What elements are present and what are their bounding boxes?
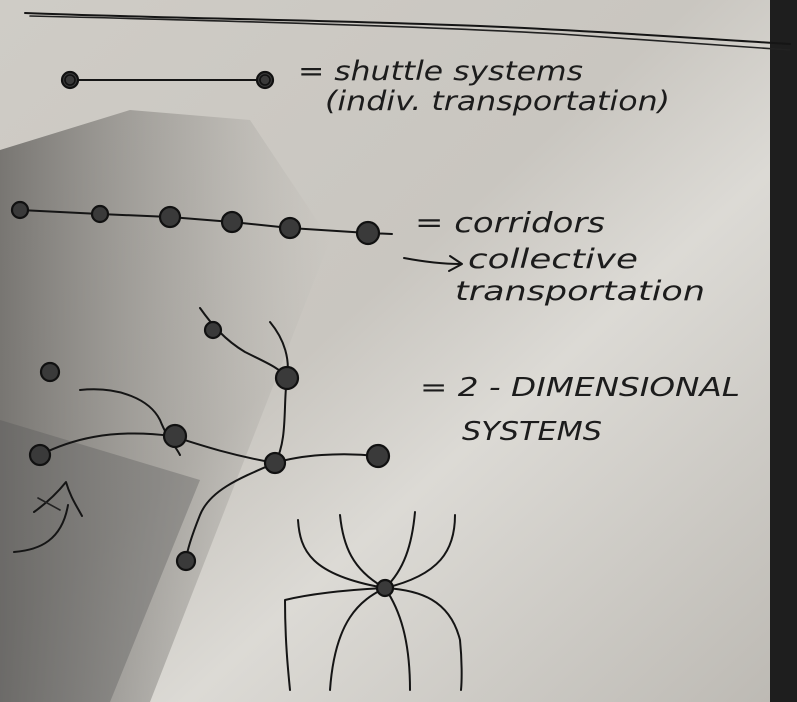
network-node-left xyxy=(28,443,52,467)
network-node-hub xyxy=(263,451,287,475)
network-node-top xyxy=(203,320,223,340)
corridor-diagram xyxy=(10,200,393,246)
curved-arrow-icon xyxy=(13,481,83,553)
legend-shuttle-line-2: (indiv. transportation) xyxy=(325,86,670,117)
arrow-head xyxy=(448,255,463,272)
legend-2d-line-2: SYSTEMS xyxy=(462,417,602,447)
legend-2d-line-1: = 2 - DIMENSIONAL xyxy=(420,373,740,403)
radial-diagram xyxy=(284,511,463,691)
shuttle-node-end-ring xyxy=(259,74,271,86)
paper-shadow xyxy=(0,110,330,702)
legend-corridors-line-3: transportation xyxy=(455,276,705,307)
shuttle-diagram xyxy=(60,70,275,90)
corridor-node-3 xyxy=(158,205,182,229)
curved-arrow-stroke xyxy=(37,497,61,511)
legend-corridors-line-2: collective xyxy=(468,244,638,275)
top-border-line-2 xyxy=(29,15,791,51)
corridor-node-1 xyxy=(10,200,30,220)
corridors-arrow-icon xyxy=(403,255,463,272)
curved-arrow-shaft xyxy=(13,504,69,553)
paper-shadow-lower xyxy=(0,420,200,702)
corridor-node-6 xyxy=(355,220,381,246)
network-node-center-left xyxy=(162,423,188,449)
radial-edge-1 xyxy=(297,519,386,589)
arrow-shaft xyxy=(403,257,461,265)
radial-edge-5 xyxy=(284,587,386,691)
network-node-upper-right xyxy=(274,365,300,391)
network-node-right xyxy=(365,443,391,469)
radial-edge-6 xyxy=(329,587,386,691)
radial-node-center xyxy=(375,578,395,598)
network-diagram xyxy=(28,307,391,572)
curved-arrow-head xyxy=(33,481,83,517)
network-node-bottom xyxy=(175,550,197,572)
corridor-node-4 xyxy=(220,210,244,234)
radial-edge-8 xyxy=(384,587,463,691)
desk-edge xyxy=(770,0,797,702)
corridor-node-5 xyxy=(278,216,302,240)
corridor-node-2 xyxy=(90,204,110,224)
shuttle-node-start-ring xyxy=(64,74,76,86)
top-border-line xyxy=(24,12,791,45)
network-node-isolated xyxy=(39,361,61,383)
legend-corridors-line-1: = corridors xyxy=(415,206,605,239)
radial-edge-4 xyxy=(384,514,456,589)
legend-shuttle-line-1: = shuttle systems xyxy=(298,56,583,87)
network-edge-f xyxy=(185,462,276,561)
radial-edge-2 xyxy=(339,514,386,589)
